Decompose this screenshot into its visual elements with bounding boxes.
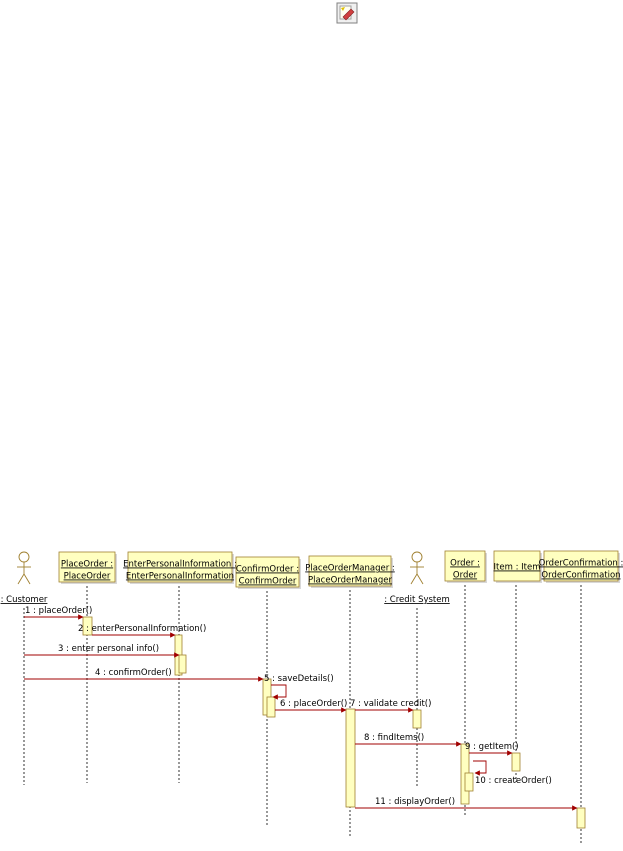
message-9[interactable]: 9 : getItem() [465, 742, 519, 756]
object-box-order-confirmation[interactable]: OrderConfirmation : OrderConfirmation [539, 550, 623, 583]
object-box-frame [493, 550, 541, 582]
object-box-order[interactable]: Order : Order [444, 550, 487, 583]
actor-stick-figure [410, 551, 424, 585]
actor-name: : Credit System [384, 595, 450, 605]
message-label: 7 : validate credit() [350, 699, 431, 709]
object-box-confirm-order[interactable]: ConfirmOrder : ConfirmOrder [235, 556, 301, 589]
object-box-item[interactable]: Item : Item [493, 550, 542, 583]
actor-leg-right [23, 573, 31, 585]
object-name: Order [453, 571, 478, 581]
object-name: EnterPersonalInformation : [123, 560, 237, 570]
activation-bar-enter-personal-information [178, 654, 187, 674]
object-box-frame [308, 555, 392, 587]
object-name: OrderConfirmation : [539, 559, 623, 569]
object-name: ConfirmOrder [239, 577, 297, 587]
object-box-frame [444, 550, 486, 582]
object-name: ConfirmOrder : [236, 565, 299, 575]
activation-bar-order [464, 772, 474, 792]
object-name: PlaceOrder : [61, 560, 113, 570]
object-box-frame [543, 550, 619, 582]
self-message-arrow [473, 760, 487, 776]
message-7[interactable]: 7 : validate credit() [350, 699, 431, 713]
activation-bar-credit-system [412, 709, 422, 729]
message-2[interactable]: 2 : enterPersonalInformation() [78, 624, 206, 638]
message-4[interactable]: 4 : confirmOrder() [24, 668, 264, 682]
actor-credit-system[interactable]: : Credit System [384, 551, 450, 605]
message-label: 3 : enter personal info() [58, 644, 159, 654]
message-label: 11 : displayOrder() [375, 797, 455, 807]
object-box-enter-personal-information[interactable]: EnterPersonalInformation : EnterPersonalI… [123, 551, 237, 584]
object-name: PlaceOrderManager [308, 576, 393, 586]
message-label: 9 : getItem() [465, 742, 519, 752]
message-label: 6 : placeOrder() [280, 699, 347, 709]
object-name: PlaceOrder [64, 572, 111, 582]
message-label: 8 : findItems() [364, 733, 424, 743]
message-3[interactable]: 3 : enter personal info() [24, 644, 180, 658]
object-name: PlaceOrderManager : [305, 564, 395, 574]
actor-leg-right [416, 573, 424, 585]
message-label: 10 : createOrder() [475, 776, 552, 786]
object-box-frame [127, 551, 233, 583]
message-5[interactable]: 5 : saveDetails() [264, 674, 334, 700]
message-label: 1 : placeOrder() [25, 606, 92, 616]
message-6[interactable]: 6 : placeOrder() [275, 699, 347, 713]
actor-head [411, 551, 423, 563]
object-box-place-order[interactable]: PlaceOrder : PlaceOrder [58, 551, 117, 584]
activation-bar-order-confirmation [576, 807, 586, 829]
message-label: 2 : enterPersonalInformation() [78, 624, 206, 634]
note-edit-icon[interactable] [336, 2, 358, 24]
activation-bar-place-order-manager [345, 708, 356, 808]
object-box-frame [58, 551, 116, 583]
object-name: EnterPersonalInformation [126, 572, 234, 582]
message-1[interactable]: 1 : placeOrder() [24, 606, 92, 620]
actor-head [18, 551, 30, 563]
actor-leg-left [17, 573, 25, 585]
activation-bar-item [511, 752, 521, 772]
activation-bar-place-order [82, 616, 93, 636]
object-name: Item : Item [494, 563, 541, 573]
message-11[interactable]: 11 : displayOrder() [355, 797, 578, 811]
message-label: 5 : saveDetails() [264, 674, 334, 684]
actor-customer[interactable]: : Customer [1, 551, 48, 605]
object-box-frame [235, 556, 300, 588]
object-name: OrderConfirmation [541, 571, 620, 581]
message-8[interactable]: 8 : findItems() [355, 733, 462, 747]
self-message-arrow [271, 684, 287, 700]
message-10[interactable]: 10 : createOrder() [473, 760, 552, 786]
actor-stick-figure [17, 551, 31, 585]
object-name: Order : [450, 559, 480, 569]
actor-name: : Customer [1, 595, 48, 605]
actor-leg-left [410, 573, 418, 585]
message-label: 4 : confirmOrder() [95, 668, 172, 678]
activation-bar-confirm-order [266, 696, 276, 718]
object-box-place-order-manager[interactable]: PlaceOrderManager : PlaceOrderManager [305, 555, 395, 588]
